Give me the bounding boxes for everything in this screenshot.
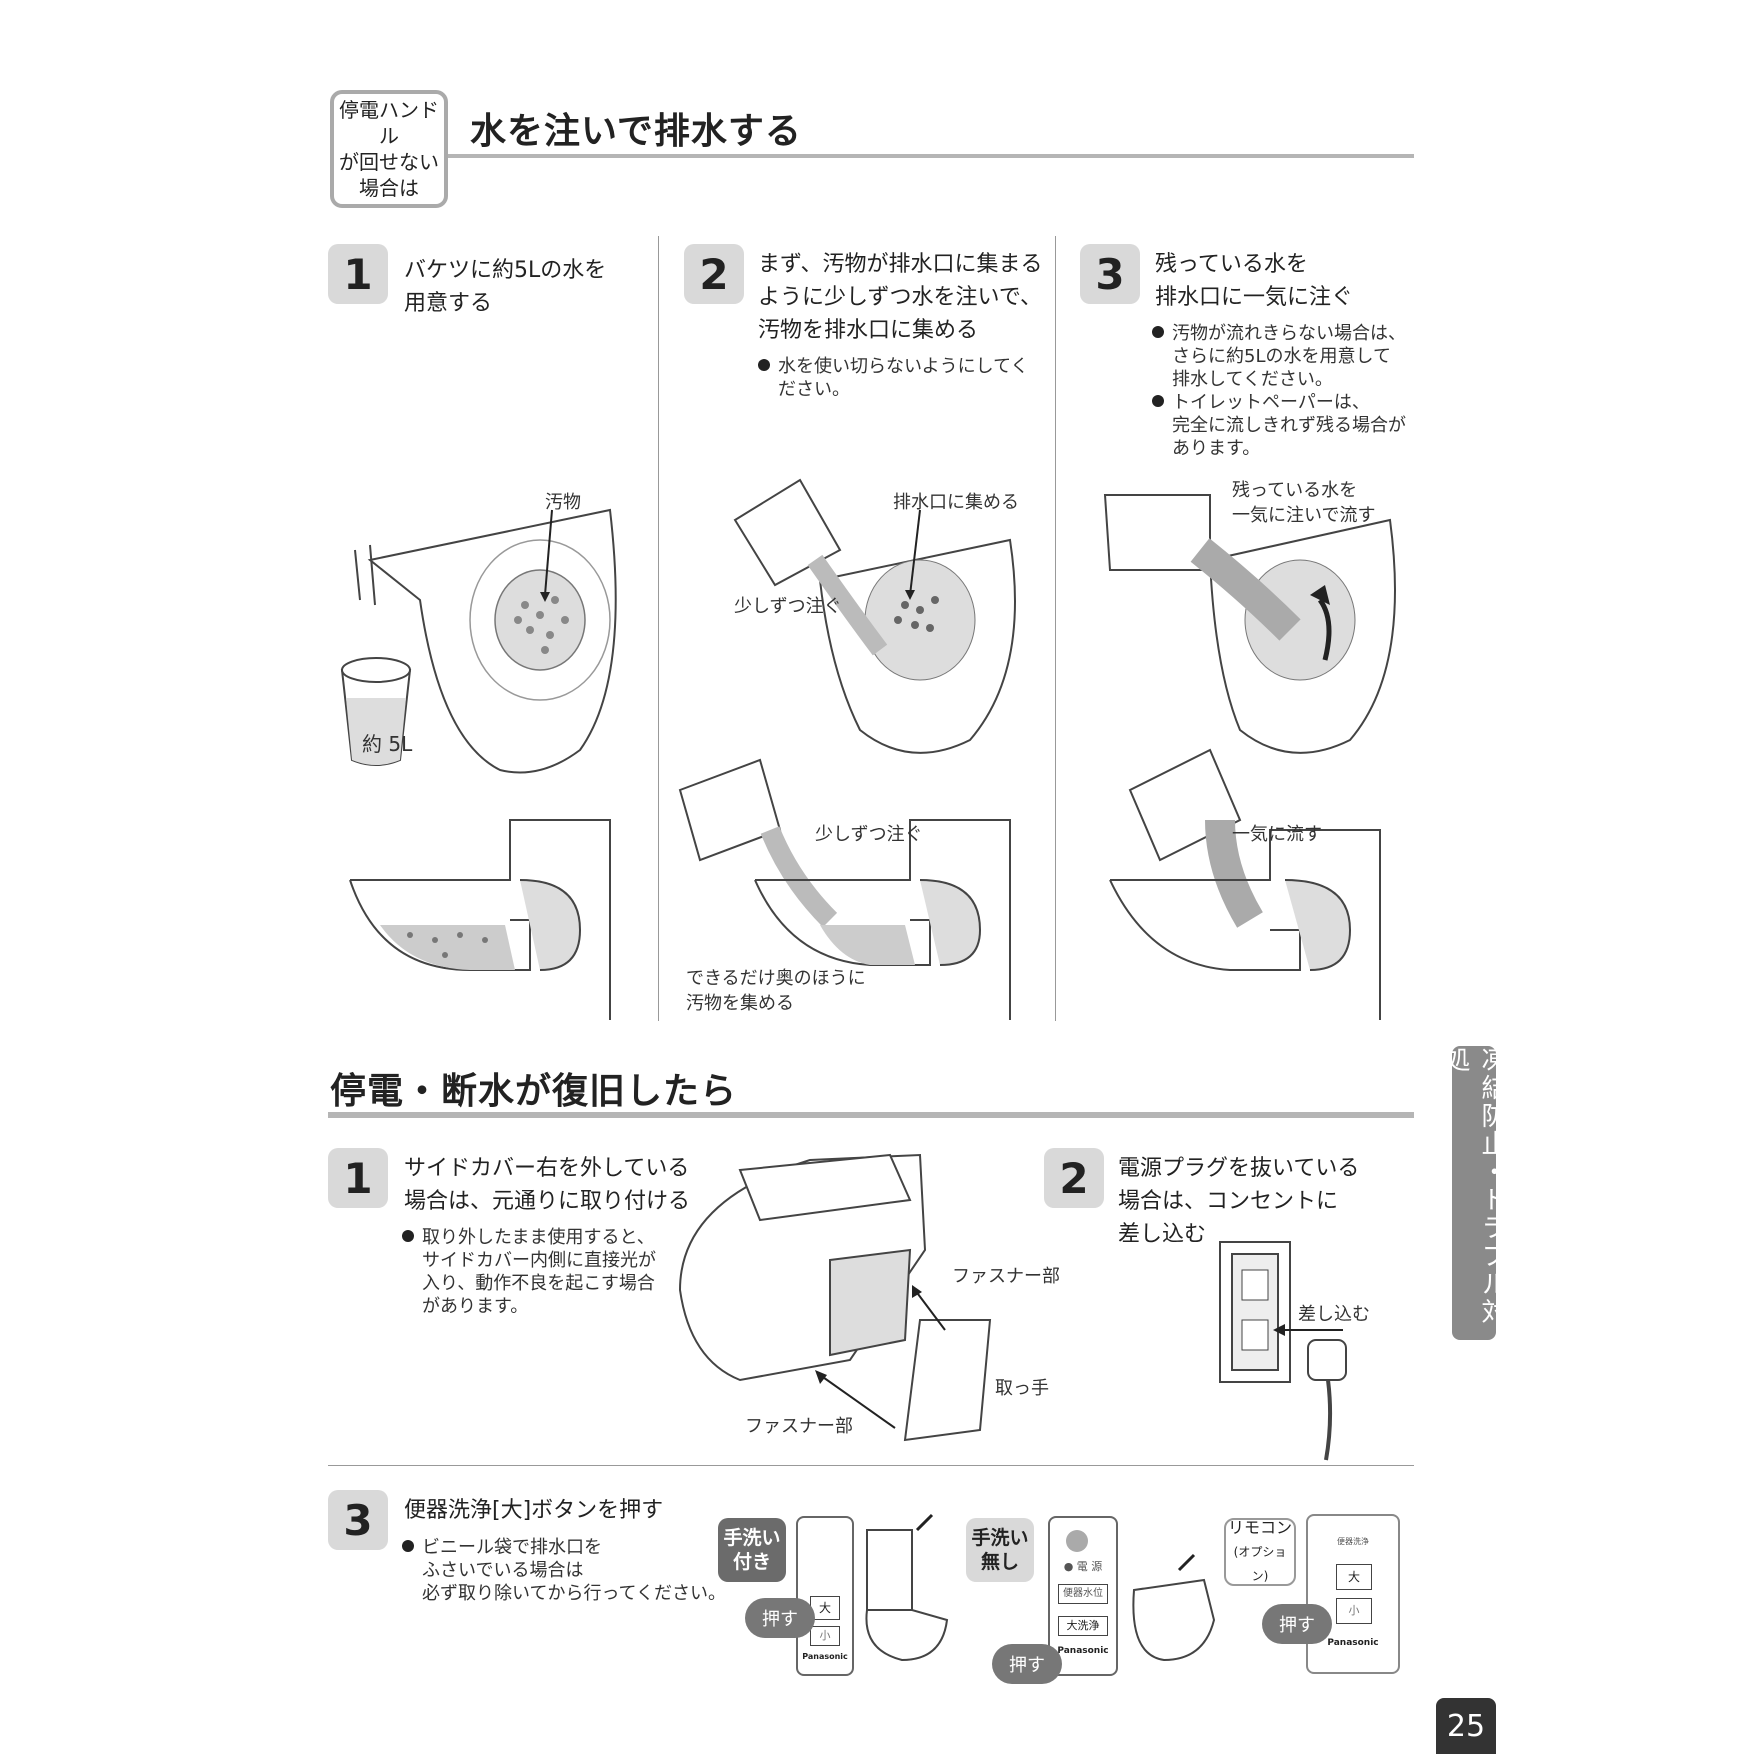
pouring-bucket-illustration [733,478,1016,754]
without-basin-label: 手洗い無し [966,1518,1034,1582]
chapter-tab[interactable]: 凍結防止・トラブル対処 [1440,1046,1507,1340]
step-line: 残っている水を [1155,252,1308,277]
step-line: 排水口に一気に注ぐ [1155,285,1354,310]
step-line: バケツに約5Lの水を [404,258,607,283]
collect-back-caption: できるだけ奥のほうに 汚物を集める [686,968,866,1014]
side-cover-illustration [678,1153,992,1442]
flush-bucket-illustration [1103,494,1396,754]
flush-at-once-caption: 一気に流す [1232,824,1322,845]
with-basin-label: 手洗い付き [718,1518,786,1582]
power-indicator-icon [1066,1530,1088,1552]
toilet-cross-section-illustration [349,819,611,1020]
bullet-icon [402,1540,414,1552]
remote-control: 便器洗浄 大 小 Panasonic [1306,1514,1400,1674]
step-line: 場合は、元通りに取り付ける [404,1189,691,1214]
step-text: バケツに約5Lの水を 用意する [404,254,606,320]
section2-title: 停電・断水が復旧したら [330,1071,738,1112]
step-number: 2 [1044,1148,1104,1208]
step-line: ように少しずつ水を注いで、 [758,285,1043,310]
step-text: 残っている水を 排水口に一気に注ぐ [1155,248,1353,314]
bullet-icon [1152,395,1164,407]
step-number: 3 [1080,244,1140,304]
section2-divider [328,1465,1414,1466]
step-line: 電源プラグを抜いている [1118,1156,1360,1181]
step-text: まず、汚物が排水口に集まる ように少しずつ水を注いで、 汚物を排水口に集める [758,248,1042,347]
bullet-icon [1152,326,1164,338]
situation-label: 停電ハンドル が回せない 場合は [330,90,448,208]
control-panel-with-basin: 大 小 Panasonic [796,1516,854,1676]
filth-caption: 汚物 [545,492,581,513]
step-note: 汚物が流れきらない場合は、 さらに約5Lの水を用意して 排水してください。 トイ… [1152,322,1406,460]
column-divider [658,236,659,1021]
step-line: 場合は、コンセントに [1118,1189,1339,1214]
press-hand-icon: 押す [992,1644,1062,1684]
power-label: ● 電 源 [1063,1560,1103,1573]
pour-slowly-caption: 少しずつ注ぐ [734,596,842,617]
flush-cross-section-illustration [1109,748,1381,1020]
remote-label: リモコン(オプション) [1224,1518,1296,1586]
brand-name: Panasonic [802,1652,848,1661]
step-text: 便器洗浄[大]ボタンを押す [404,1494,663,1527]
bullet-icon [402,1230,414,1242]
bowl-water-level-button[interactable]: 便器水位 [1058,1584,1108,1604]
toilet-without-basin-illustration [1132,1553,1216,1662]
step-number: 3 [328,1490,388,1550]
bucket-caption: 約 5L [362,732,413,756]
pouring-cross-section-illustration [678,758,1011,1020]
remote-header: 便器洗浄 [1337,1537,1369,1546]
bullet-icon [758,359,770,371]
situation-label-line: 場合は [359,176,419,200]
pour-slowly-caption: 少しずつ注ぐ [815,824,923,845]
page-number: 25 [1436,1698,1496,1754]
step-number: 1 [328,244,388,304]
step-text: 電源プラグを抜いている 場合は、コンセントに 差し込む [1118,1152,1359,1251]
remaining-water-caption: 残っている水を 一気に注いで流す [1232,480,1376,526]
brand-name: Panasonic [1057,1646,1109,1656]
large-flush-button[interactable]: 大洗浄 [1058,1616,1108,1636]
step-number: 2 [684,244,744,304]
situation-label-line: 停電ハンドル [339,98,439,148]
step-line: まず、汚物が排水口に集まる [758,252,1043,277]
fastener-caption: ファスナー部 [952,1266,1060,1287]
column-divider [1055,236,1056,1021]
section2-rule [328,1112,1414,1118]
step-line: 便器洗浄[大]ボタンを押す [404,1498,664,1523]
step-number: 1 [328,1148,388,1208]
small-flush-button[interactable]: 小 [810,1626,840,1646]
collect-caption: 排水口に集める [893,492,1019,513]
bowl-top-view-illustration [340,508,617,774]
brand-name: Panasonic [1327,1638,1379,1648]
step-line: 差し込む [1118,1222,1207,1247]
toilet-with-basin-illustration [865,1513,949,1662]
power-outlet-illustration [1219,1241,1347,1461]
section1-rule [448,154,1414,158]
remote-small-flush-button[interactable]: 小 [1336,1598,1372,1624]
handle-caption: 取っ手 [995,1378,1049,1399]
remote-large-flush-button[interactable]: 大 [1336,1564,1372,1590]
step-note: 水を使い切らないようにしてく ださい。 [758,355,1029,401]
fastener-caption: ファスナー部 [745,1416,853,1437]
step-note: ビニール袋で排水口を ふさいでいる場合は 必ず取り除いてから行ってください。 [402,1536,726,1605]
control-panel-without-basin: ● 電 源 便器水位 大洗浄 Panasonic [1048,1516,1118,1676]
step-line: 用意する [404,291,493,316]
press-hand-icon: 押す [745,1598,815,1638]
step-line: 汚物を排水口に集める [758,318,979,343]
step-line: サイドカバー右を外している [404,1156,690,1181]
step-text: サイドカバー右を外している 場合は、元通りに取り付ける [404,1152,690,1218]
plug-in-caption: 差し込む [1298,1304,1370,1325]
section1-title: 水を注いで排水する [470,111,802,152]
step-note: 取り外したまま使用すると、 サイドカバー内側に直接光が 入り、動作不良を起こす場… [402,1226,656,1318]
press-hand-icon: 押す [1262,1604,1332,1644]
situation-label-line: が回せない [339,150,439,174]
